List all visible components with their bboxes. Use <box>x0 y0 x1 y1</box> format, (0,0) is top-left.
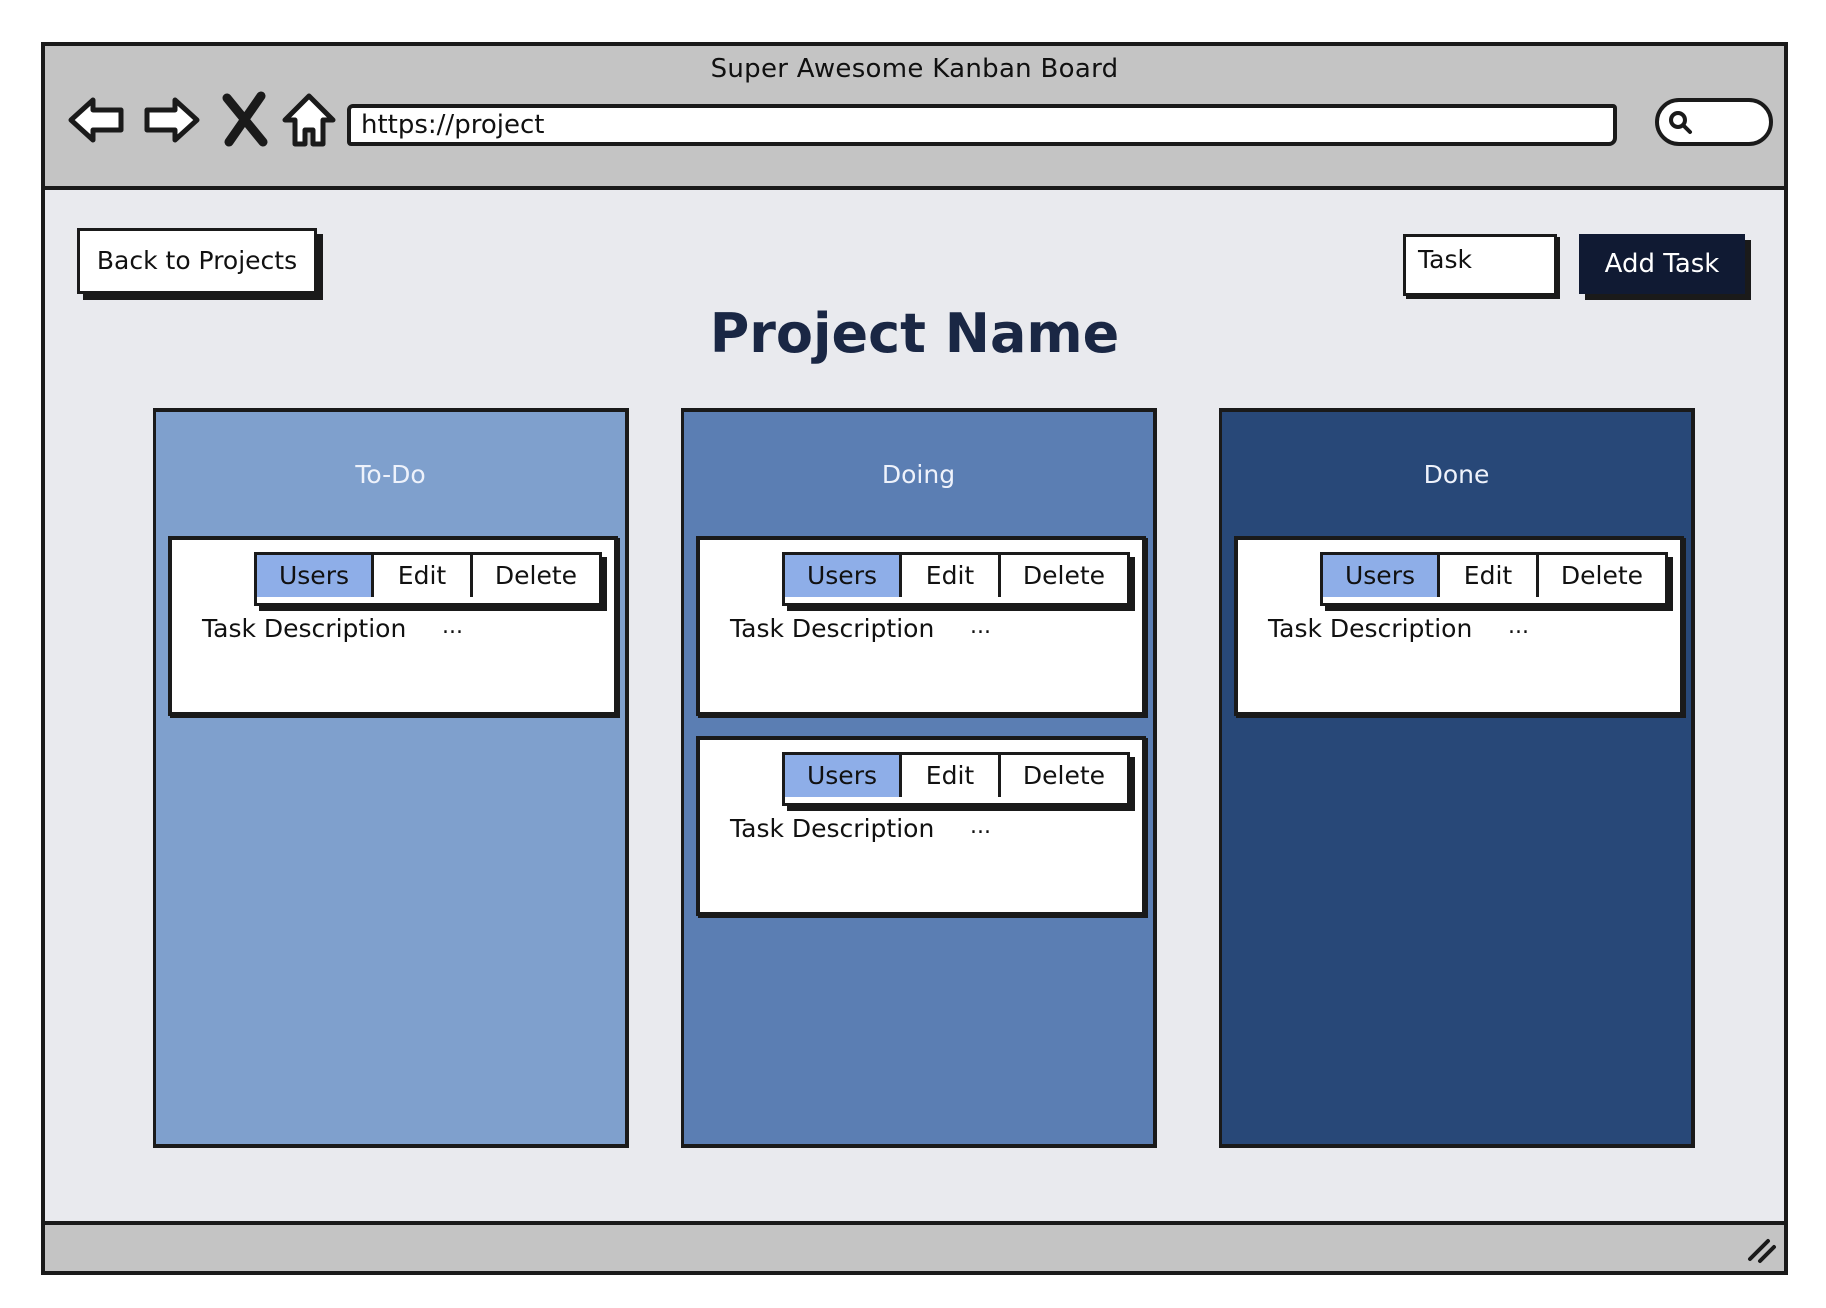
delete-button[interactable]: Delete <box>1022 761 1106 790</box>
search-icon <box>1669 111 1692 134</box>
delete-button[interactable]: Delete <box>494 561 578 590</box>
users-button[interactable]: Users <box>785 555 902 597</box>
task-description: Task Description <box>1268 614 1473 643</box>
task-description-more: ... <box>442 614 463 639</box>
home-icon[interactable] <box>277 88 341 152</box>
edit-button[interactable]: Edit <box>374 555 473 597</box>
add-task-button[interactable]: Add Task <box>1579 234 1745 294</box>
task-description-more: ... <box>1508 614 1529 639</box>
task-card[interactable]: Users Edit Delete Task Description ... <box>1234 536 1684 716</box>
card-actions: Users Edit Delete <box>782 552 1130 606</box>
task-description-more: ... <box>970 814 991 839</box>
card-actions: Users Edit Delete <box>782 752 1130 806</box>
browser-statusbar <box>45 1221 1784 1271</box>
users-button[interactable]: Users <box>1323 555 1440 597</box>
card-actions: Users Edit Delete <box>254 552 602 606</box>
project-title: Project Name <box>709 302 1120 365</box>
window-title: Super Awesome Kanban Board <box>710 54 1119 84</box>
column-title: Doing <box>881 460 956 489</box>
column-todo: To-Do Users Edit Delete Task Description… <box>153 408 629 1148</box>
close-icon[interactable] <box>213 88 277 152</box>
arrow-right-icon[interactable] <box>139 88 203 152</box>
browser-search[interactable] <box>1655 98 1773 146</box>
task-card[interactable]: Users Edit Delete Task Description ... <box>696 736 1146 916</box>
url-bar[interactable]: https://project <box>347 104 1617 146</box>
column-doing: Doing Users Edit Delete Task Description… <box>681 408 1157 1148</box>
task-description: Task Description <box>730 614 935 643</box>
edit-button[interactable]: Edit <box>902 555 1001 597</box>
task-name-input[interactable]: Task <box>1403 234 1557 296</box>
users-button[interactable]: Users <box>257 555 374 597</box>
task-description: Task Description <box>730 814 935 843</box>
column-title: Done <box>1423 460 1490 489</box>
task-card[interactable]: Users Edit Delete Task Description ... <box>168 536 618 716</box>
browser-window: Super Awesome Kanban Board https://proje… <box>41 42 1788 1275</box>
column-done: Done Users Edit Delete Task Description … <box>1219 408 1695 1148</box>
edit-button[interactable]: Edit <box>1440 555 1539 597</box>
users-button[interactable]: Users <box>785 755 902 797</box>
browser-titlebar: Super Awesome Kanban Board https://proje… <box>45 46 1784 190</box>
back-to-projects-button[interactable]: Back to Projects <box>77 228 317 294</box>
task-description-more: ... <box>970 614 991 639</box>
resize-grip-icon[interactable] <box>1742 1231 1778 1267</box>
task-card[interactable]: Users Edit Delete Task Description ... <box>696 536 1146 716</box>
arrow-left-icon[interactable] <box>65 88 129 152</box>
task-description: Task Description <box>202 614 407 643</box>
edit-button[interactable]: Edit <box>902 755 1001 797</box>
column-title: To-Do <box>355 460 426 489</box>
card-actions: Users Edit Delete <box>1320 552 1668 606</box>
delete-button[interactable]: Delete <box>1022 561 1106 590</box>
delete-button[interactable]: Delete <box>1560 561 1644 590</box>
